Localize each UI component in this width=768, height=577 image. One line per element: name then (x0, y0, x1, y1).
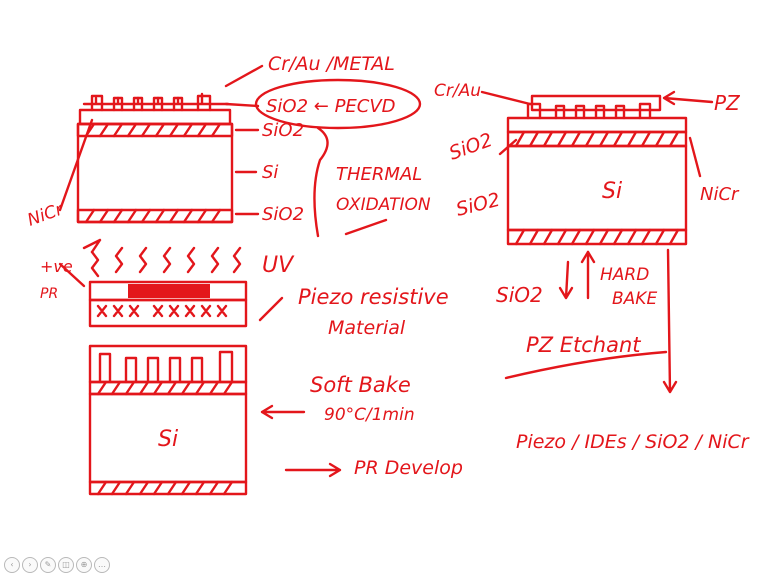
next-icon[interactable]: › (22, 557, 38, 573)
label-cr-au-metal: Cr/Au /METAL (268, 53, 395, 75)
label-uv: UV (262, 253, 295, 278)
underline-oxidation (346, 220, 386, 234)
arrow-nicr-left (60, 120, 92, 210)
arrow-pr-develop (286, 464, 340, 476)
label-sio2-bottom-left: SiO2 (262, 204, 304, 225)
nicr-layer-right (508, 118, 686, 132)
arrow-pz (664, 92, 712, 104)
label-sio2-pecvd: SiO2 ← PECVD (266, 96, 396, 117)
label-final-stack: Piezo / IDEs / SiO2 / NiCr (516, 431, 750, 453)
label-pr-develop: PR Develop (354, 457, 463, 479)
label-sio2-right-bottom: SiO2 (496, 283, 543, 307)
oxidation-brace (314, 128, 327, 236)
more-icon[interactable]: … (94, 557, 110, 573)
label-si-bottom: Si (158, 427, 178, 452)
label-pz-etchant: PZ Etchant (526, 333, 641, 357)
piezo-x-marks (98, 306, 226, 316)
label-pz: PZ (714, 91, 741, 115)
sio2-top-hatch-left (86, 124, 220, 136)
label-oxidation: OXIDATION (336, 195, 431, 215)
label-material: Material (328, 317, 406, 339)
sio2-bottom-hatch-right (516, 230, 678, 244)
mask-marker (84, 240, 100, 252)
sio2-bottom-hatch-left (86, 210, 220, 222)
bottom-left-stack (60, 240, 340, 494)
eraser-icon[interactable]: ◫ (58, 557, 74, 573)
sio2-bottom-hatch-bottom (98, 482, 232, 494)
viewer-toolbar: ‹ › ✎ ◫ ⊕ … (4, 557, 110, 573)
label-sio2-right-b: SiO2 (454, 189, 502, 221)
label-pr: PR (40, 286, 58, 302)
label-soft-bake-condition: 90°C/1min (324, 405, 415, 425)
sio2-top-hatch-bottom (98, 382, 232, 394)
nicr-layer-left (80, 110, 230, 124)
arrow-nicr-right (690, 138, 700, 176)
label-hard: HARD (600, 265, 649, 285)
si-wafer-right (508, 146, 686, 230)
si-wafer-left (78, 124, 232, 222)
label-piezo-resistive: Piezo resistive (298, 285, 449, 309)
arrow-crau (226, 66, 262, 86)
label-plus-ve: +ve (40, 257, 73, 276)
label-sio2-right-a: SiO2 (446, 129, 495, 165)
uv-rays (92, 248, 240, 276)
arrow-piezo-material (260, 298, 282, 320)
label-nicr-left: NiCr (25, 199, 67, 231)
arrow-soft-bake (262, 406, 304, 418)
arrow-down-final (664, 250, 676, 392)
label-soft-bake: Soft Bake (310, 373, 411, 397)
label-sio2-top-left: SiO2 (262, 120, 304, 141)
electrodes-bottom (100, 352, 232, 382)
label-thermal: THERMAL (336, 164, 422, 185)
arrow-down-left (560, 262, 572, 298)
label-si-right: Si (602, 179, 622, 204)
arrow-sio2-pecvd (226, 104, 258, 106)
mask-pattern (128, 284, 210, 298)
label-bake: BAKE (612, 289, 657, 309)
sio2-top-hatch-right (516, 132, 678, 146)
arrow-crau-right (482, 92, 530, 104)
pen-icon[interactable]: ✎ (40, 557, 56, 573)
zoom-icon[interactable]: ⊕ (76, 557, 92, 573)
prev-icon[interactable]: ‹ (4, 557, 20, 573)
label-cr-au-right: Cr/Au (434, 81, 481, 101)
label-nicr-right: NiCr (700, 184, 740, 205)
label-si-left: Si (262, 162, 278, 183)
